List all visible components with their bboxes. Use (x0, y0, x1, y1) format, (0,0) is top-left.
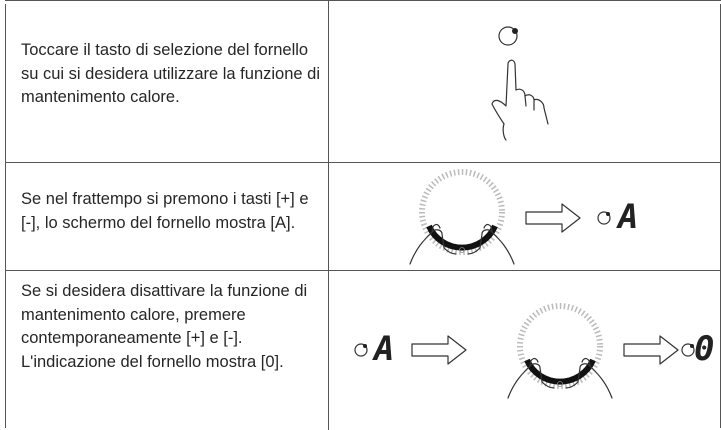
row-3-instruction: Se si desidera disattivare la funzione d… (21, 282, 308, 371)
table-border-top (5, 0, 721, 1)
table-divider-1 (5, 162, 721, 163)
svg-text:A: A (372, 329, 394, 369)
arrow-right-icon (411, 335, 467, 365)
display-digit-0: 0 (694, 329, 714, 369)
svg-text:A: A (616, 197, 638, 237)
table-divider-2 (5, 270, 721, 271)
burner-indicator-icon (597, 211, 611, 225)
svg-text:0: 0 (694, 329, 714, 369)
table-column-divider (328, 0, 329, 430)
arrow-right-icon (623, 335, 679, 365)
burner-indicator-icon (354, 343, 368, 357)
row-1-instruction: Toccare il tasto di selezione del fornel… (21, 41, 320, 106)
display-digit-a: A (372, 329, 394, 369)
finger-tap-icon (491, 26, 549, 141)
arrow-right-icon (525, 203, 581, 233)
hands-press-dial-icon (409, 169, 515, 265)
burner-indicator-icon (681, 343, 695, 357)
hands-press-dial-icon (507, 303, 613, 399)
row-2-instruction: Se nel frattempo si premono i tasti [+] … (21, 190, 309, 232)
display-digit-a: A (616, 197, 638, 237)
